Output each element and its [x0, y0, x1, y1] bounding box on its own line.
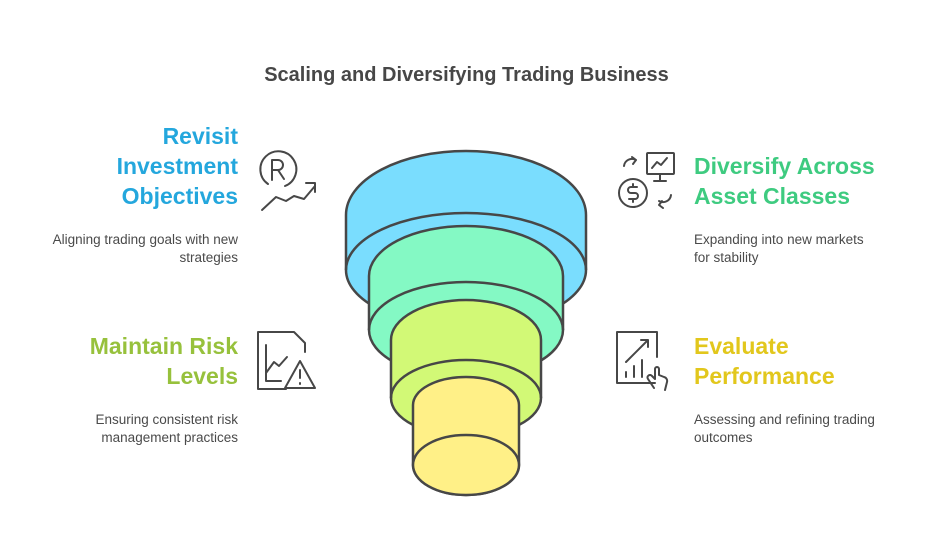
desc-diversify-assets: Expanding into new markets for stability: [694, 231, 864, 267]
diagram-title: Scaling and Diversifying Trading Busines…: [264, 64, 669, 86]
heading-revisit-objectives: Revisit Investment Objectives: [117, 121, 238, 211]
heading-line: Objectives: [121, 183, 238, 209]
desc-revisit-objectives: Aligning trading goals with new strategi…: [53, 231, 238, 267]
heading-line: Asset Classes: [694, 183, 850, 209]
risk-warning-chart-icon: [257, 331, 316, 390]
heading-line: Maintain Risk: [89, 333, 238, 359]
performance-report-icon: [616, 331, 669, 391]
desc-line: management practices: [101, 430, 238, 445]
heading-line: Diversify Across: [694, 153, 875, 179]
desc-maintain-risk: Ensuring consistent risk management prac…: [95, 411, 238, 447]
heading-line: Levels: [166, 363, 238, 389]
asset-exchange-icon: [618, 152, 675, 209]
heading-line: Revisit: [162, 123, 238, 149]
desc-line: for stability: [694, 250, 759, 265]
desc-line: outcomes: [694, 430, 753, 445]
desc-line: Aligning trading goals with new: [52, 232, 238, 247]
heading-line: Performance: [694, 363, 835, 389]
heading-maintain-risk: Maintain Risk Levels: [90, 331, 238, 391]
desc-line: Ensuring consistent risk: [95, 412, 238, 427]
heading-line: Investment: [116, 153, 238, 179]
tier-evaluate-performance: [411, 375, 521, 497]
heading-diversify-assets: Diversify Across Asset Classes: [694, 151, 875, 211]
revenue-growth-icon: [259, 150, 316, 211]
desc-line: strategies: [179, 250, 238, 265]
heading-line: Evaluate: [694, 333, 789, 359]
desc-line: Expanding into new markets: [694, 232, 864, 247]
desc-evaluate-performance: Assessing and refining trading outcomes: [694, 411, 875, 447]
heading-evaluate-performance: Evaluate Performance: [694, 331, 835, 391]
desc-line: Assessing and refining trading: [694, 412, 875, 427]
